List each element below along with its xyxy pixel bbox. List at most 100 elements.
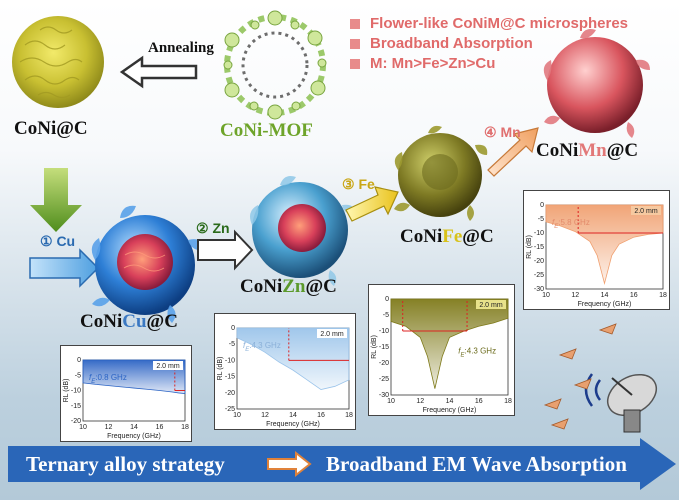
y-tick-label: -10 — [225, 357, 235, 364]
coni-c-microsphere — [12, 16, 104, 108]
coni-mof-label: CoNi-MOF — [220, 120, 313, 141]
label-metal: Cu — [122, 311, 147, 332]
thickness-badge — [317, 329, 347, 338]
y-tick-label: -20 — [534, 258, 544, 265]
label-suffix: @C — [462, 226, 494, 247]
rl-area-series — [236, 327, 350, 390]
label-prefix: CoNi — [400, 226, 443, 247]
fe-subscript: E — [461, 352, 466, 358]
label-suffix: @C — [146, 311, 178, 332]
y-tick-label: -20 — [225, 390, 235, 397]
y-tick-label: -10 — [379, 328, 389, 335]
coni-mn-c-label: CoNiMn@C — [536, 140, 638, 162]
x-tick-label: 16 — [317, 412, 325, 419]
coni-c-label: CoNi@C — [14, 118, 88, 139]
x-tick-label: 18 — [345, 412, 353, 419]
label-prefix: CoNi — [80, 311, 123, 332]
coni-zn-c-label: CoNiZn@C — [240, 276, 337, 298]
y-tick-label: -20 — [379, 360, 389, 367]
thickness-label: 2.0 mm — [479, 302, 503, 309]
thickness-badge — [476, 300, 506, 309]
y-tick-label: -15 — [534, 244, 544, 251]
thickness-label: 2.0 mm — [156, 363, 180, 370]
step-3-label: ③ Fe — [342, 176, 375, 192]
step-4-label: ④ Mn — [484, 124, 521, 140]
coni-fe-c-label: CoNiFe@C — [400, 226, 494, 248]
x-tick-label: 16 — [156, 424, 164, 431]
label-metal: Fe — [442, 226, 463, 247]
thickness-label: 2.0 mm — [320, 331, 344, 338]
step-1-label: ① Cu — [40, 233, 76, 249]
x-tick-label: 16 — [475, 398, 483, 405]
aircraft-icon — [543, 323, 617, 430]
x-tick-label: 14 — [446, 398, 454, 405]
coni-cu-c-label: CoNiCu@C — [80, 311, 178, 333]
y-tick-label: -20 — [71, 418, 81, 425]
thickness-label: 2.0 mm — [634, 208, 658, 215]
mn-step-arrow — [487, 127, 539, 177]
coni-mn-c-microsphere — [543, 29, 650, 138]
y-tick-label: -15 — [225, 374, 235, 381]
y-axis-label: RL (dB) — [217, 357, 224, 381]
feature-bullets: Flower-like CoNiM@C microspheres Broadba… — [350, 14, 628, 74]
y-tick-label: -5 — [538, 216, 544, 223]
fe-symbol: f — [458, 346, 461, 355]
radar-dish-icon — [584, 373, 657, 433]
x-tick-label: 10 — [233, 412, 241, 419]
annealing-label: Annealing — [148, 40, 214, 56]
y-axis-label: RL (dB) — [371, 335, 378, 359]
x-tick-label: 12 — [261, 412, 269, 419]
y-axis-label: RL (dB) — [526, 235, 533, 259]
fe-symbol: f — [552, 218, 555, 227]
y-tick-label: 0 — [385, 296, 389, 303]
bullet-square-icon — [350, 19, 360, 29]
banner-mid-arrow — [267, 450, 312, 478]
label-suffix: @C — [606, 140, 639, 161]
y-tick-label: -5 — [383, 312, 389, 319]
y-tick-label: -30 — [534, 286, 544, 293]
coni-fe-c-microsphere — [394, 125, 488, 221]
fe-bandwidth-label: fE:4.3 GHz — [458, 346, 496, 358]
fe-subscript: E — [245, 347, 250, 353]
fe-symbol: f — [243, 341, 246, 350]
y-tick-label: -25 — [534, 272, 544, 279]
zn-step-arrow — [197, 229, 254, 271]
y-tick-label: -25 — [379, 376, 389, 383]
x-tick-label: 12 — [571, 292, 579, 299]
label-suffix: @C — [305, 276, 337, 297]
step-one-green-arrow — [30, 168, 82, 232]
fe-bandwidth-label: fE:5.8 GHz — [552, 218, 590, 230]
x-tick-label: 12 — [105, 424, 113, 431]
rl-area-series — [390, 298, 509, 389]
bullet-text: Flower-like CoNiM@C microspheres — [370, 15, 629, 32]
x-tick-label: 10 — [542, 292, 550, 299]
x-axis-label: Frequency (GHz) — [107, 433, 161, 440]
y-tick-label: -25 — [225, 406, 235, 413]
fe-step-arrow — [345, 186, 399, 222]
y-tick-label: -5 — [75, 372, 81, 379]
x-axis-label: Frequency (GHz) — [578, 301, 632, 308]
fe-symbol: f — [89, 373, 92, 382]
fe-subscript: E — [554, 224, 559, 230]
bullet-square-icon — [350, 59, 360, 69]
cu-step-arrow — [29, 248, 100, 288]
bullet-item: M: Mn>Fe>Zn>Cu — [350, 54, 628, 74]
coni-mof-framework — [223, 10, 327, 120]
x-axis-label: Frequency (GHz) — [423, 407, 477, 414]
y-axis-label: RL (dB) — [63, 379, 70, 403]
y-tick-label: -5 — [229, 341, 235, 348]
label-metal: Zn — [282, 276, 306, 297]
fe-value: :4.3 GHz — [465, 346, 497, 355]
x-tick-label: 14 — [601, 292, 609, 299]
x-tick-label: 10 — [79, 424, 87, 431]
coni-zn-c-microsphere — [250, 176, 356, 286]
y-tick-label: -30 — [379, 392, 389, 399]
annealing-arrow — [119, 55, 198, 89]
